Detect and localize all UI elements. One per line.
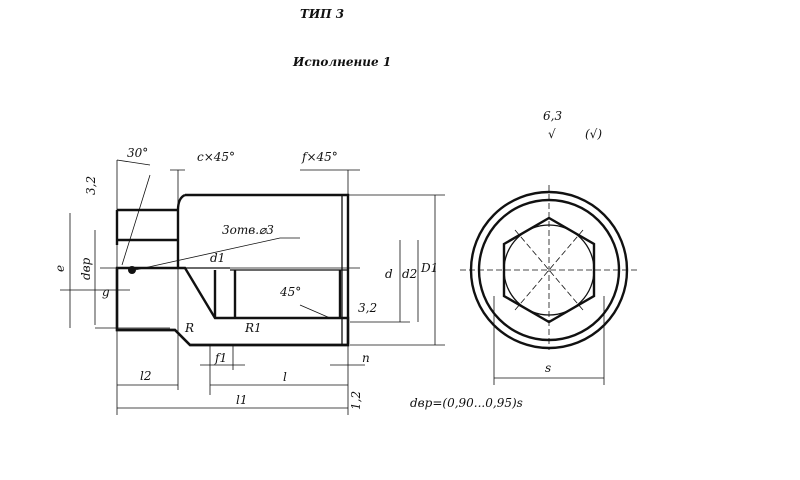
title-fragment: ТИП 3 [300,7,344,21]
label-angle-30: 30° [127,146,148,160]
roughness-symbol: √ [548,127,556,141]
label-d2: d2 [402,267,417,281]
label-R1: R1 [244,321,262,335]
label-g: g [102,285,110,299]
label-e: e [53,265,67,272]
label-rough-left: 3,2 [84,176,98,195]
label-holes: 3отв.⌀3 [222,223,274,237]
label-rough-right: 3,2 [358,301,377,315]
label-d1: d1 [210,251,225,265]
label-l1: l1 [236,393,247,407]
label-chamfer-c: c×45° [197,150,235,164]
label-d: d [385,267,393,281]
label-R: R [184,321,194,335]
formula: dвр=(0,90...0,95)s [410,396,523,410]
variant-title: Исполнение 1 [292,55,391,69]
end-view [460,185,640,385]
label-chamfer-f: f×45° [301,150,338,164]
label-angle-45: 45° [279,285,301,299]
label-dvr: dвр [79,257,93,280]
label-f1: f1 [214,351,227,365]
section-view [60,159,445,415]
label-l: l [283,370,287,384]
label-s: s [545,361,551,375]
label-rough-bottom: 1,2 [349,391,363,410]
label-D1: D1 [420,261,438,275]
roughness-value: 6,3 [543,109,562,123]
roughness-bracket: (√) [585,127,602,141]
label-n: n [362,351,370,365]
label-l2: l2 [140,369,151,383]
